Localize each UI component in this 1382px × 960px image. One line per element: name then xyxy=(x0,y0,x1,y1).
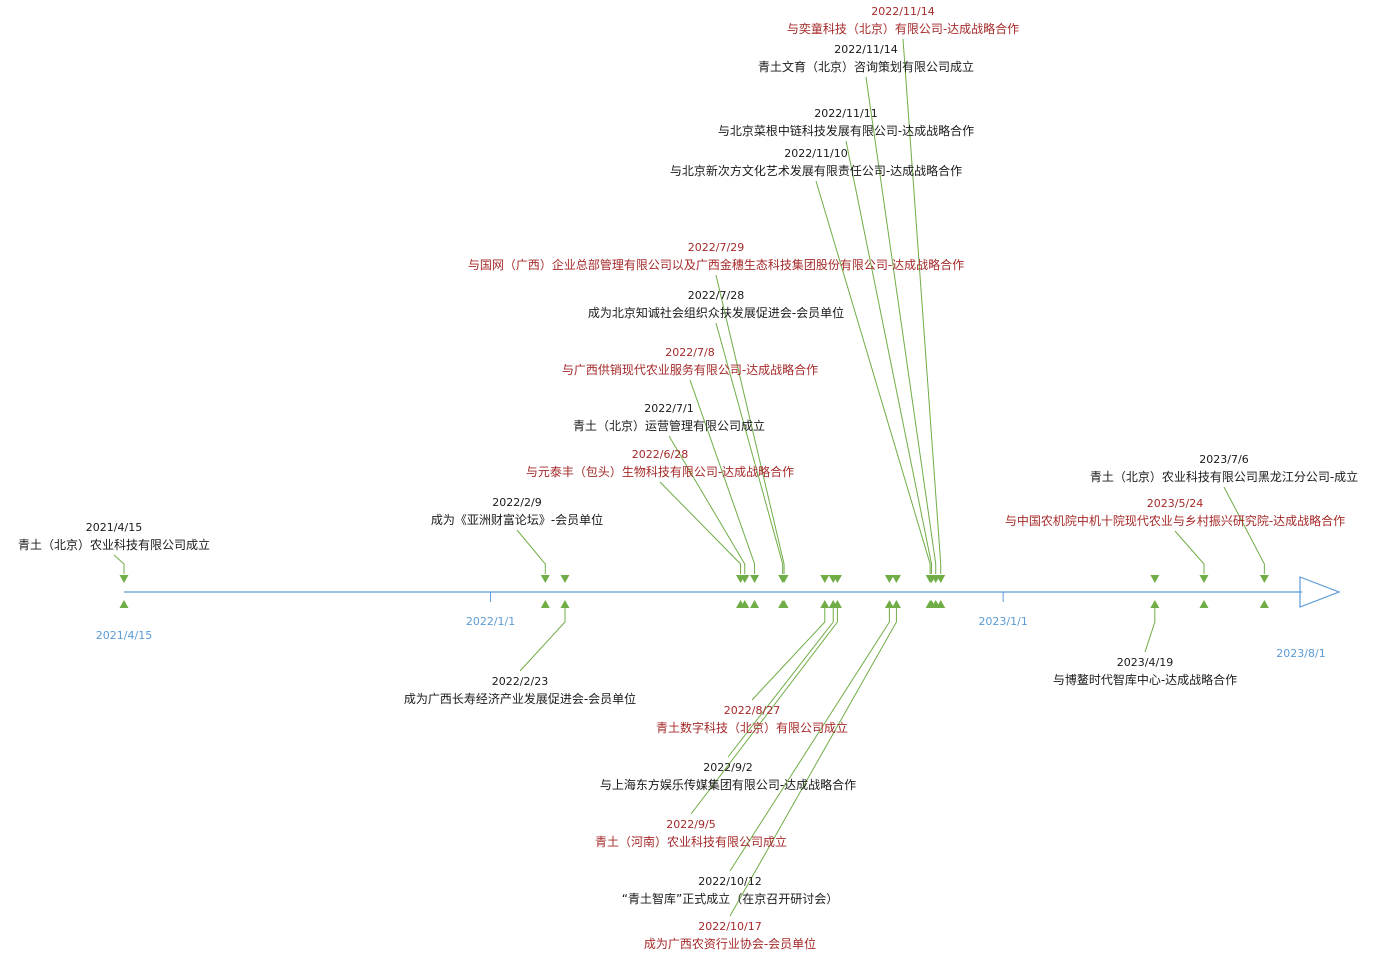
event-date: 2023/7/6 xyxy=(1199,453,1248,466)
event-marker-down-icon xyxy=(936,575,946,583)
event-marker-up-icon xyxy=(1199,600,1209,608)
event-label: 与广西供销现代农业服务有限公司-达成战略合作 xyxy=(562,362,818,377)
event-date: 2022/8/27 xyxy=(724,704,780,717)
event-label: 与中国农机院中机十院现代农业与乡村振兴研究院-达成战略合作 xyxy=(1005,513,1345,528)
event-marker-up-icon xyxy=(936,600,946,608)
event-marker-up-icon xyxy=(832,600,842,608)
event-connector xyxy=(751,608,826,701)
event-date: 2022/7/28 xyxy=(688,289,744,302)
timeline-axis: 2021/4/15 2023/8/1 2022/1/1 2023/1/1 xyxy=(96,576,1341,660)
event-marker-down-icon xyxy=(540,575,550,583)
event-label: 成为广西农资行业协会-会员单位 xyxy=(644,936,816,951)
axis-tick-label: 2023/1/1 xyxy=(978,615,1027,628)
event-date: 2022/11/11 xyxy=(814,107,877,120)
event-label: 与国网（广西）企业总部管理有限公司以及广西金穗生态科技集团股份有限公司-达成战略… xyxy=(468,257,964,272)
event-label: 青土（北京）运营管理有限公司成立 xyxy=(573,418,765,433)
event-connector xyxy=(715,274,785,574)
event-label: 与上海东方娱乐传媒集团有限公司-达成战略合作 xyxy=(600,777,856,792)
event-marker-down-icon xyxy=(740,575,750,583)
event-marker-down-icon xyxy=(1150,575,1160,583)
event-label: 青土（北京）农业科技有限公司成立 xyxy=(18,537,210,552)
event-connector xyxy=(690,608,838,815)
event-date: 2022/7/8 xyxy=(665,346,714,359)
event-marker-down-icon xyxy=(750,575,760,583)
event-label: 成为北京知诚社会组织众扶发展促进会-会员单位 xyxy=(588,305,844,320)
event-marker-up-icon xyxy=(884,600,894,608)
event-label: 与博鳌时代智库中心-达成战略合作 xyxy=(1053,672,1237,687)
event-label: 与北京菜根中链科技发展有限公司-达成战略合作 xyxy=(718,123,974,138)
event-marker-down-icon xyxy=(1199,575,1209,583)
event-marker-down-icon xyxy=(891,575,901,583)
event-date: 2021/4/15 xyxy=(86,521,142,534)
event-marker-up-icon xyxy=(119,600,129,608)
connector-lines xyxy=(113,38,1265,917)
event-marker-up-icon xyxy=(891,600,901,608)
axis-start-label: 2021/4/15 xyxy=(96,629,152,642)
event-marker-up-icon xyxy=(750,600,760,608)
event-marker-up-icon xyxy=(820,600,830,608)
event-date: 2022/9/2 xyxy=(703,761,752,774)
event-date: 2022/11/14 xyxy=(871,5,934,18)
event-date: 2022/7/29 xyxy=(688,241,744,254)
event-label: 成为《亚洲财富论坛》-会员单位 xyxy=(431,512,603,527)
event-label: 与奕童科技（北京）有限公司-达成战略合作 xyxy=(787,21,1019,36)
event-markers xyxy=(119,575,1269,608)
event-date: 2022/11/14 xyxy=(834,43,897,56)
event-date: 2022/9/5 xyxy=(666,818,715,831)
event-label: 青土数字科技（北京）有限公司成立 xyxy=(656,720,848,735)
event-marker-down-icon xyxy=(119,575,129,583)
event-label: 与北京新次方文化艺术发展有限责任公司-达成战略合作 xyxy=(670,163,962,178)
event-connector xyxy=(1144,608,1156,653)
event-connector xyxy=(729,608,890,872)
event-label: 青土文育（北京）咨询策划有限公司成立 xyxy=(758,59,974,74)
event-labels: 2021/4/15 青土（北京）农业科技有限公司成立 2022/2/9 成为《亚洲财富… xyxy=(18,5,1358,951)
event-label: 青土（北京）农业科技有限公司黑龙江分公司-成立 xyxy=(1090,469,1358,484)
event-connector xyxy=(516,529,546,574)
axis-tick-label: 2022/1/1 xyxy=(466,615,515,628)
event-marker-down-icon xyxy=(1259,575,1269,583)
event-date: 2022/10/12 xyxy=(698,875,761,888)
event-connector xyxy=(845,140,933,574)
event-label: 成为广西长寿经济产业发展促进会-会员单位 xyxy=(404,691,636,706)
event-connector xyxy=(815,180,931,574)
event-connector xyxy=(865,76,937,574)
event-label: “青土智库”正式成立（在京召开研讨会） xyxy=(622,891,838,906)
event-connector xyxy=(659,481,742,574)
axis-end-label: 2023/8/1 xyxy=(1276,647,1325,660)
event-date: 2022/2/23 xyxy=(492,675,548,688)
event-marker-down-icon xyxy=(884,575,894,583)
event-marker-up-icon xyxy=(1259,600,1269,608)
event-connector xyxy=(519,608,566,672)
event-connector xyxy=(668,435,746,574)
event-marker-down-icon xyxy=(779,575,789,583)
event-connector xyxy=(1174,530,1205,574)
event-date: 2022/2/9 xyxy=(492,496,541,509)
event-date: 2023/5/24 xyxy=(1147,497,1203,510)
event-connector xyxy=(113,554,125,574)
event-date: 2023/4/19 xyxy=(1117,656,1173,669)
event-date: 2022/6/28 xyxy=(632,448,688,461)
event-connector xyxy=(1223,486,1265,574)
event-connector xyxy=(902,38,942,574)
event-marker-up-icon xyxy=(779,600,789,608)
event-marker-up-icon xyxy=(1150,600,1160,608)
event-connector xyxy=(715,322,784,574)
event-connector xyxy=(729,608,897,917)
event-date: 2022/7/1 xyxy=(644,402,693,415)
event-marker-up-icon xyxy=(740,600,750,608)
event-date: 2022/10/17 xyxy=(698,920,761,933)
event-label: 与元泰丰（包头）生物科技有限公司-达成战略合作 xyxy=(526,464,794,479)
event-marker-up-icon xyxy=(540,600,550,608)
event-label: 青土（河南）农业科技有限公司成立 xyxy=(595,834,787,849)
event-connector xyxy=(689,379,756,574)
event-marker-down-icon xyxy=(820,575,830,583)
axis-arrow-icon xyxy=(1299,576,1341,608)
event-date: 2022/11/10 xyxy=(784,147,847,160)
event-marker-up-icon xyxy=(560,600,570,608)
event-marker-down-icon xyxy=(832,575,842,583)
event-connector xyxy=(727,608,834,758)
event-marker-down-icon xyxy=(560,575,570,583)
